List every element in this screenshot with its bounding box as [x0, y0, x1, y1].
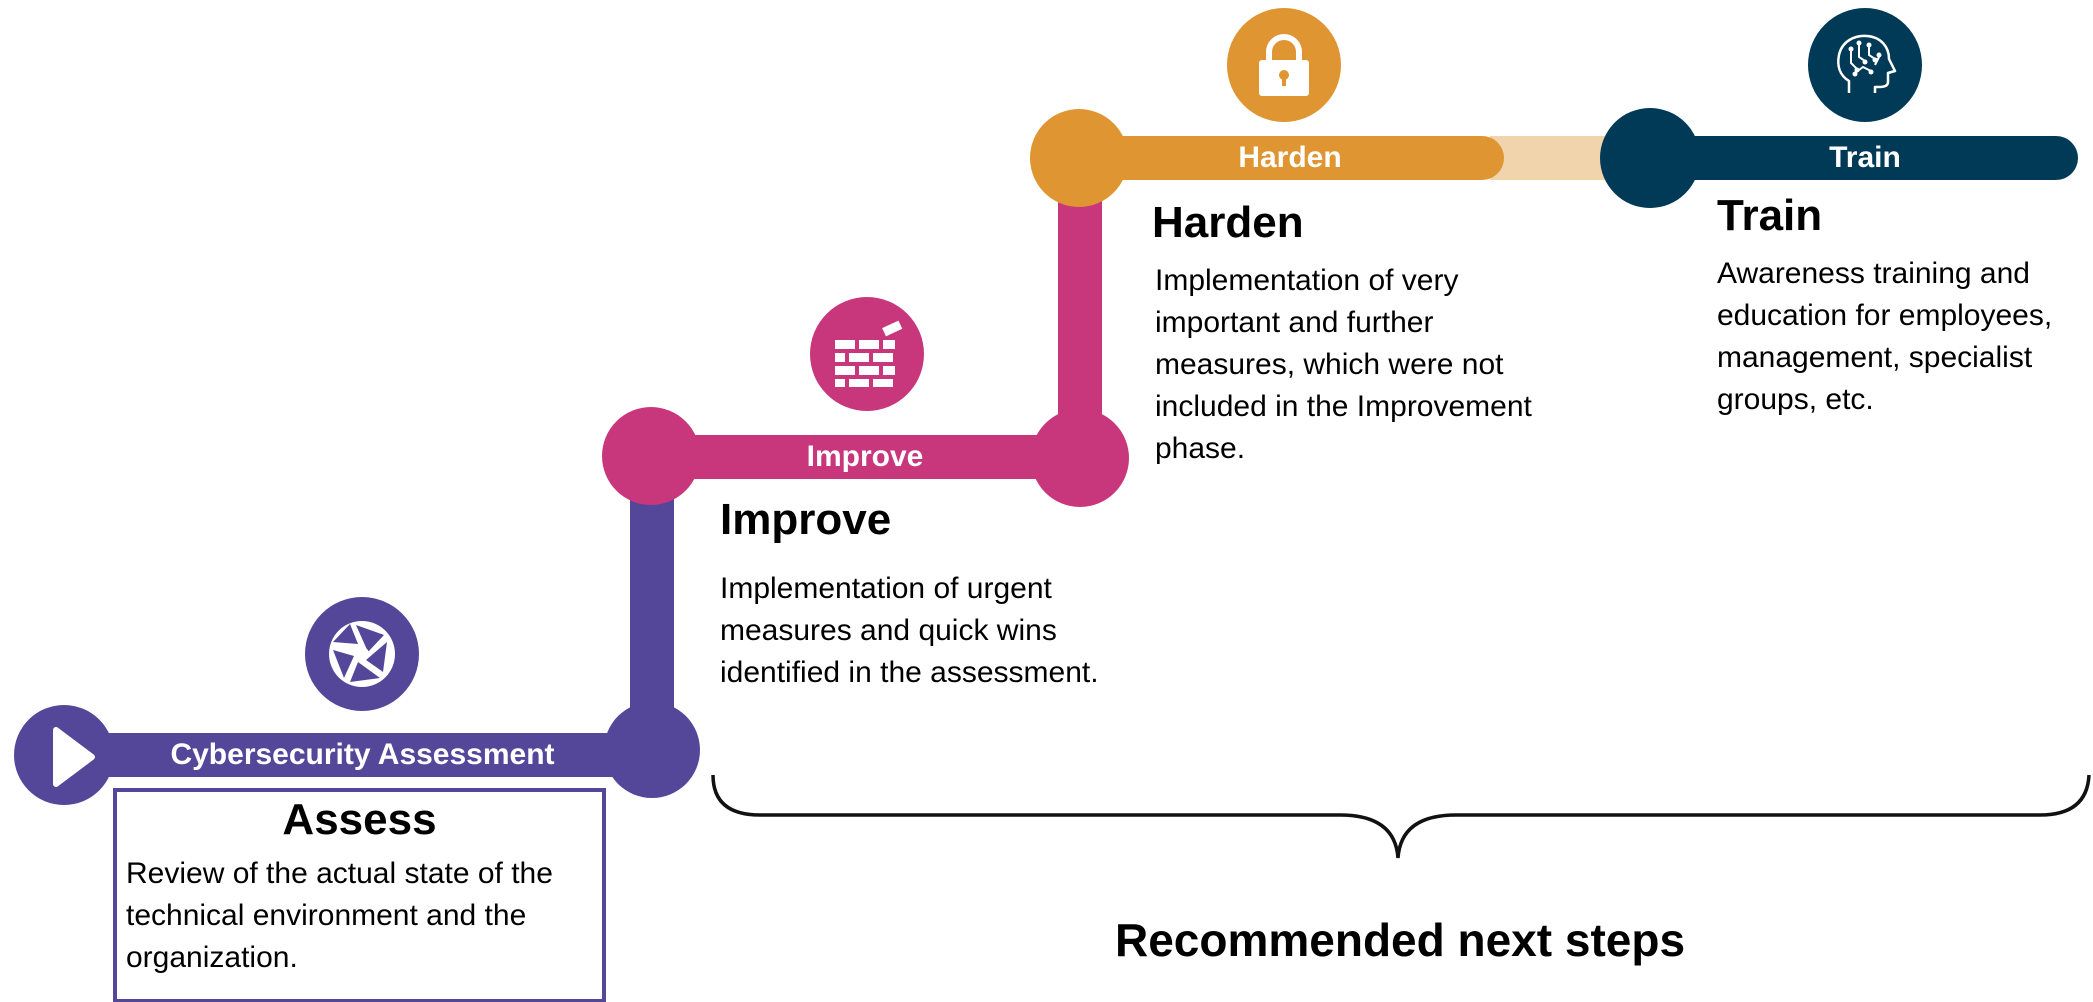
brick-wall-icon: [835, 320, 903, 387]
train-track: [1600, 108, 2078, 208]
next-steps-label: Recommended next steps: [1114, 914, 1686, 966]
train-icon-circle: [1808, 8, 1922, 122]
improve-bar-label: Improve: [806, 440, 924, 473]
play-icon: [53, 727, 95, 787]
train-title: Train: [1717, 191, 1823, 240]
curly-brace: [711, 774, 2091, 859]
assess-box: [113, 788, 606, 1002]
train-description: Awareness training and education for emp…: [1717, 257, 2053, 416]
train-bar-label: Train: [1829, 141, 1901, 174]
assess-title: Assess: [282, 795, 437, 844]
assess-bar-label: Cybersecurity Assessment: [170, 738, 555, 771]
assess-icon-circle: [305, 597, 419, 711]
improve-track: [602, 160, 1129, 507]
harden-title: Harden: [1152, 198, 1304, 247]
assess-track: [14, 458, 700, 805]
harden-description: Implementation of very important and fur…: [1155, 264, 1532, 465]
improve-icon-circle: [810, 297, 924, 411]
harden-bar-label: Harden: [1238, 141, 1342, 174]
padlock-icon: [1259, 34, 1309, 96]
brain-head-icon: [1837, 34, 1897, 93]
assess-description: Review of the actual state of the techni…: [126, 857, 553, 974]
improve-description: Implementation of urgent measures and qu…: [720, 572, 1099, 689]
improve-title: Improve: [720, 495, 892, 544]
harden-icon-circle: [1227, 8, 1341, 122]
aperture-icon: [329, 621, 395, 687]
